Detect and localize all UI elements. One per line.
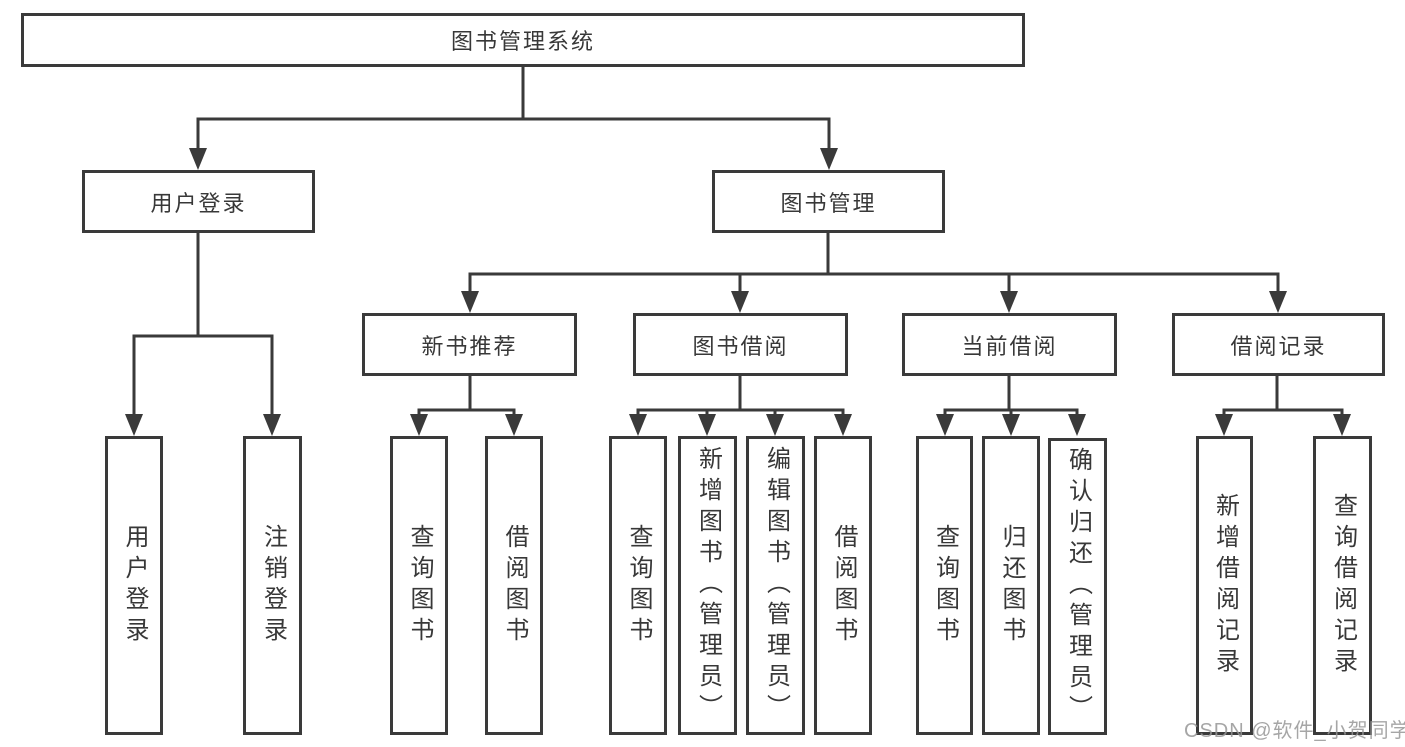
node-root: 图书管理系统 — [21, 13, 1025, 67]
connector-new-book-recommend — [417, 376, 516, 418]
node-user-login-action-label: 用户登录 — [121, 523, 148, 648]
arrow-icon — [698, 414, 716, 436]
arrowheads — [125, 148, 1351, 436]
node-borrow-query-book-label: 查询图书 — [625, 523, 652, 648]
node-current-query-book-label: 查询图书 — [931, 523, 959, 648]
arrow-icon — [820, 148, 838, 170]
arrow-icon — [410, 414, 428, 436]
node-book-management: 图书管理 — [712, 170, 945, 233]
arrow-icon — [189, 148, 207, 170]
connector-root — [196, 67, 831, 152]
arrow-icon — [1000, 291, 1018, 313]
connector-borrow-records — [1222, 376, 1344, 418]
arrow-icon — [936, 414, 954, 436]
arrow-icon — [461, 291, 479, 313]
connector-current-borrow — [943, 376, 1079, 418]
node-borrow-query-book: 查询图书 — [609, 436, 667, 735]
arrow-icon — [1333, 414, 1351, 436]
node-new-book-recommend-label: 新书推荐 — [421, 333, 518, 359]
node-book-management-label: 图书管理 — [780, 190, 877, 216]
node-borrow-edit-book-admin-label: 编辑图书（管理员） — [762, 446, 790, 725]
connector-book-borrow — [636, 376, 845, 418]
node-current-borrow: 当前借阅 — [902, 313, 1117, 376]
node-borrow-borrow-book: 借阅图书 — [814, 436, 872, 735]
node-current-borrow-label: 当前借阅 — [961, 333, 1058, 359]
node-borrow-add-book-admin: 新增图书（管理员） — [678, 436, 737, 735]
node-current-return-book: 归还图书 — [982, 436, 1040, 735]
node-records-add-record: 新增借阅记录 — [1196, 436, 1253, 735]
arrow-icon — [1068, 414, 1086, 436]
node-current-return-book-label: 归还图书 — [998, 523, 1025, 648]
arrow-icon — [1002, 414, 1020, 436]
arrow-icon — [263, 414, 281, 436]
arrow-icon — [505, 414, 523, 436]
node-records-query-record: 查询借阅记录 — [1313, 436, 1372, 735]
connector-user-login — [132, 233, 274, 418]
node-book-borrow-label: 图书借阅 — [692, 333, 789, 359]
node-book-borrow: 图书借阅 — [633, 313, 848, 376]
node-records-query-record-label: 查询借阅记录 — [1329, 492, 1357, 679]
arrow-icon — [766, 414, 784, 436]
node-records-add-record-label: 新增借阅记录 — [1211, 492, 1239, 679]
node-root-label: 图书管理系统 — [450, 29, 595, 54]
node-user-login: 用户登录 — [82, 170, 315, 233]
arrow-icon — [1215, 414, 1233, 436]
node-current-confirm-return-admin: 确认归还（管理员） — [1048, 438, 1107, 735]
arrow-icon — [731, 291, 749, 313]
connector-book-management — [468, 233, 1280, 295]
arrow-icon — [834, 414, 852, 436]
node-user-login-label: 用户登录 — [150, 190, 247, 216]
arrow-icon — [1269, 291, 1287, 313]
node-borrow-borrow-book-label: 借阅图书 — [830, 523, 857, 648]
node-borrow-add-book-admin-label: 新增图书（管理员） — [694, 446, 722, 725]
node-current-query-book: 查询图书 — [916, 436, 973, 735]
node-current-confirm-return-admin-label: 确认归还（管理员） — [1064, 447, 1092, 726]
node-new-book-recommend: 新书推荐 — [362, 313, 577, 376]
node-newbook-borrow-book-label: 借阅图书 — [501, 523, 528, 648]
node-borrow-edit-book-admin: 编辑图书（管理员） — [746, 436, 805, 735]
node-borrow-records-label: 借阅记录 — [1230, 333, 1327, 359]
node-borrow-records: 借阅记录 — [1172, 313, 1385, 376]
node-logout-action: 注销登录 — [243, 436, 302, 735]
arrow-icon — [125, 414, 143, 436]
arrow-icon — [629, 414, 647, 436]
node-newbook-query-book-label: 查询图书 — [406, 523, 433, 648]
node-logout-action-label: 注销登录 — [259, 523, 287, 648]
csdn-watermark: CSDN @软件_小贺同学 — [1184, 720, 1405, 742]
node-newbook-borrow-book: 借阅图书 — [485, 436, 543, 735]
node-user-login-action: 用户登录 — [105, 436, 163, 735]
node-newbook-query-book: 查询图书 — [390, 436, 448, 735]
